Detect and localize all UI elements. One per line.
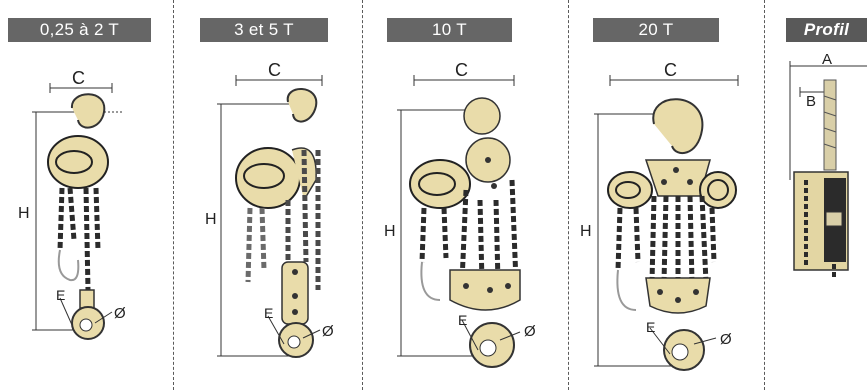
profile-offset-label-b: B: [806, 93, 816, 110]
height-label-h: H: [580, 223, 592, 240]
hoist-diagram-20t: C H E Ø: [580, 60, 739, 371]
tab-20t: 20 T: [593, 18, 719, 42]
height-label-h: H: [205, 211, 217, 228]
width-label-c: C: [455, 60, 468, 80]
hook-opening-label-e: E: [646, 319, 655, 335]
hoist-diagram-medium: C H E Ø: [205, 60, 334, 358]
profile-width-label-a: A: [822, 51, 832, 68]
tab-10t: 10 T: [387, 18, 512, 42]
hook-diameter-label: Ø: [720, 331, 732, 348]
hook-diameter-label: Ø: [524, 323, 536, 340]
separator-4: [764, 0, 765, 390]
tab-profil: Profil: [786, 18, 867, 42]
tab-0-25-to-2t: 0,25 à 2 T: [8, 18, 151, 42]
separator-1: [173, 0, 174, 390]
height-label-h: H: [384, 223, 396, 240]
separator-3: [568, 0, 569, 390]
hoist-diagram-small: C H E Ø: [18, 68, 126, 340]
height-label-h: H: [18, 205, 30, 222]
separator-2: [362, 0, 363, 390]
hook-diameter-label: Ø: [322, 323, 334, 340]
hook-opening-label-e: E: [264, 305, 273, 321]
hook-diameter-label: Ø: [114, 305, 126, 322]
hook-opening-label-e: E: [56, 287, 65, 303]
width-label-c: C: [72, 68, 85, 88]
tab-3-and-5t: 3 et 5 T: [200, 18, 328, 42]
width-label-c: C: [664, 60, 677, 80]
width-label-c: C: [268, 60, 281, 80]
hoist-diagram-10t: C H E Ø: [384, 60, 536, 368]
hook-opening-label-e: E: [458, 312, 467, 328]
